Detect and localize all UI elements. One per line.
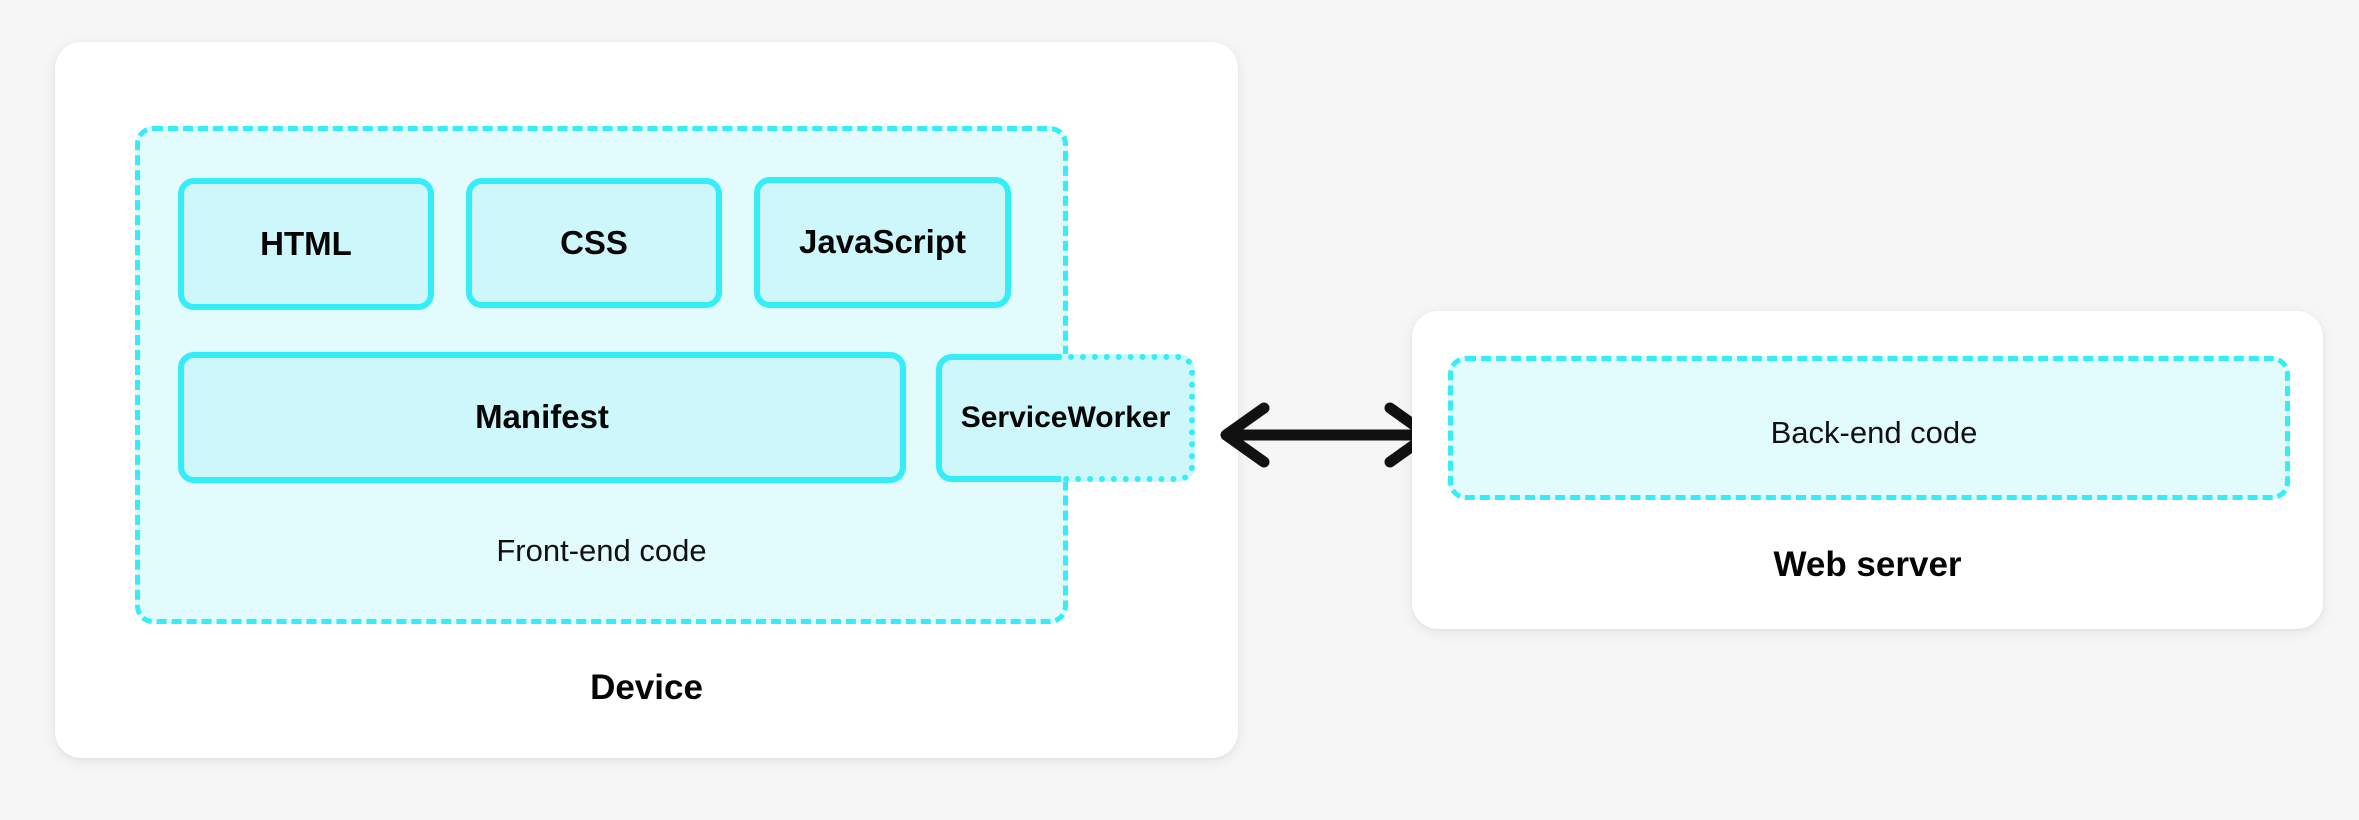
bidirectional-arrow-icon <box>1220 402 1434 468</box>
service-worker-label-line2: Worker <box>1067 401 1171 434</box>
backend-code-region: Back-end code <box>1448 356 2290 500</box>
device-caption: Device <box>590 668 703 707</box>
css-box: CSS <box>466 178 722 308</box>
backend-code-caption: Back-end code <box>1770 415 1978 450</box>
service-worker-label-line1: Service <box>960 401 1068 434</box>
html-box: HTML <box>178 178 434 310</box>
manifest-box: Manifest <box>178 352 906 483</box>
service-worker-label: Service Worker <box>936 354 1195 482</box>
web-server-caption: Web server <box>1773 545 1962 584</box>
frontend-code-caption: Front-end code <box>496 533 707 568</box>
service-worker-box: Service Worker <box>936 354 1195 482</box>
javascript-box: JavaScript <box>754 177 1011 308</box>
